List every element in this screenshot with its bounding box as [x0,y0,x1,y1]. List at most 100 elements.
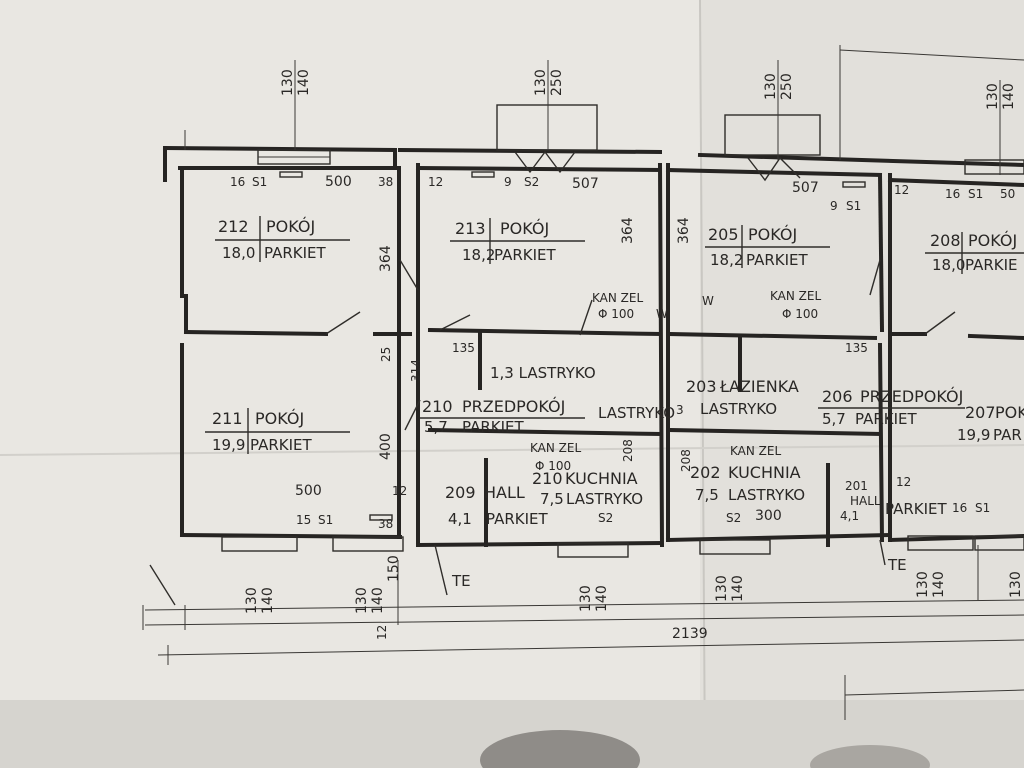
room-213-name: POKÓJ [500,219,549,238]
room-212: 212 POKÓJ 18,0 PARKIET [215,216,350,262]
room-209-floor: PARKIET [486,510,549,528]
dim-208-a: 208 [621,439,635,462]
room-209-name: HALL [484,483,525,502]
dim-500-a: 500 [325,174,352,190]
room-210-number: 210 [422,397,453,416]
dim-s1-a: S1 [252,175,267,189]
dim-38-a: 38 [378,175,393,189]
room-201: 201 HALL 4,1 PARKIET [840,479,948,523]
dim-12-a: 12 [428,175,443,189]
label-w-1: W [656,307,668,321]
room-205-area: 18,2 [710,251,743,269]
room-205: 205 POKÓJ 18,2 PARKIET [705,225,830,269]
dim-s1-b: S1 [846,199,861,213]
dim-s1-d: S1 [318,513,333,527]
dim-s2-b: S2 [598,511,613,525]
room-205-floor: PARKIET [746,251,809,269]
room-211-area: 19,9 [212,436,245,454]
dim-9-b: 9 [830,199,838,213]
dim-bot-130-d: 130 [714,575,730,602]
walls [162,145,1024,548]
room-201-floor: PARKIET [885,500,948,518]
room-210-area: 5,7 [424,418,448,436]
label-lastryko-1: 1,3 LASTRYKO [490,364,596,382]
dim-s2-a: S2 [524,175,539,189]
dim-top-140-d: 140 [1001,83,1017,110]
room-207-name: POK [995,403,1024,422]
room-203: 203 ŁAZIENKA 3 LASTRYKO [676,377,799,418]
room-210k-area: 7,5 [540,490,564,508]
label-w-2: W [702,294,714,308]
bottom-dimensions: 130 140 130 140 150 130 140 130 140 130 … [244,555,1024,642]
room-202-name: KUCHNIA [728,463,801,482]
dim-364-b: 364 [620,217,636,244]
wall-dimensions-top: 16 S1 500 38 12 9 S2 507 507 9 S1 12 16 … [230,174,1015,213]
room-202-floor: LASTRYKO [728,486,805,504]
dim-314: 314 [409,359,423,382]
dim-38-b: 38 [378,517,393,531]
dim-bot-140-b: 140 [370,587,386,614]
room-211-floor: PARKIET [250,436,313,454]
room-208-area: 18,0 [932,256,965,274]
room-209-area: 4,1 [448,510,472,528]
label-kan-zel-3: KAN ZEL [530,441,581,455]
room-208-name: POKÓJ [968,231,1017,250]
room-212-floor: PARKIET [264,244,327,262]
room-206-area: 5,7 [822,410,846,428]
room-206-floor: PARKIET [855,410,918,428]
room-209: 209 HALL 4,1 PARKIET [445,483,549,528]
dim-364-a: 364 [378,245,394,272]
dim-9-a: 9 [504,175,512,189]
wall-dimensions-bottom: 500 12 38 15 S1 300 12 16 S1 S2 S2 [295,475,990,531]
room-201-area: 4,1 [840,509,859,523]
dim-12-d: 12 [896,475,911,489]
dim-50-c: 50 [1000,187,1015,201]
room-205-number: 205 [708,225,739,244]
top-dimensions: 130 140 130 250 130 250 130 140 [280,69,1017,110]
dim-s1-c: S1 [968,187,983,201]
room-203-number: 203 [686,377,717,396]
dim-16-d: 16 [952,501,967,515]
room-211: 211 POKÓJ 19,9 PARKIET [205,408,350,454]
room-210k-name: KUCHNIA [565,469,638,488]
label-lastryko-2: LASTRYKO [598,404,675,422]
room-201-name: HALL [850,494,881,508]
room-210: 210 PRZEDPOKÓJ 5,7 PARKIET [420,397,585,436]
room-201-number: 201 [845,479,868,493]
dim-top-130-d: 130 [985,83,1001,110]
dim-bot-150: 150 [386,555,402,582]
dim-364-c: 364 [676,217,692,244]
room-213-area: 18,2 [462,246,495,264]
room-210-kitchen: 210 KUCHNIA 7,5 LASTRYKO [532,469,643,508]
fold-line-horizontal [0,444,1024,456]
room-205-name: POKÓJ [748,225,797,244]
dim-400: 400 [378,433,394,460]
room-208-floor: PARKIE [965,256,1018,274]
label-kan-zel-phi-1: Φ 100 [598,307,634,321]
dim-300: 300 [755,508,782,524]
dim-bot-12: 12 [375,625,389,640]
room-210-floor: PARKIET [462,418,525,436]
dim-bot-140-a: 140 [260,587,276,614]
dimension-lines [142,45,1024,720]
room-210k-floor: LASTRYKO [566,490,643,508]
room-212-area: 18,0 [222,244,255,262]
dim-25: 25 [379,347,393,362]
room-212-number: 212 [218,217,249,236]
room-211-name: POKÓJ [255,409,304,428]
label-te-1: TE [451,572,471,590]
room-208: 208 POKÓJ 18,0 PARKIE [925,231,1024,274]
room-208-number: 208 [930,231,961,250]
dim-12-b: 12 [894,183,909,197]
room-202: 202 KUCHNIA 7,5 LASTRYKO [690,463,805,504]
room-202-area: 7,5 [695,486,719,504]
dim-507-a: 507 [572,176,599,192]
dim-12-c: 12 [392,484,407,498]
room-207-number: 207 [965,403,996,422]
room-213-number: 213 [455,219,486,238]
room-202-number: 202 [690,463,721,482]
room-203-area: 3 [676,403,684,417]
dim-top-130-b: 130 [533,69,549,96]
dim-bot-130-c: 130 [578,585,594,612]
